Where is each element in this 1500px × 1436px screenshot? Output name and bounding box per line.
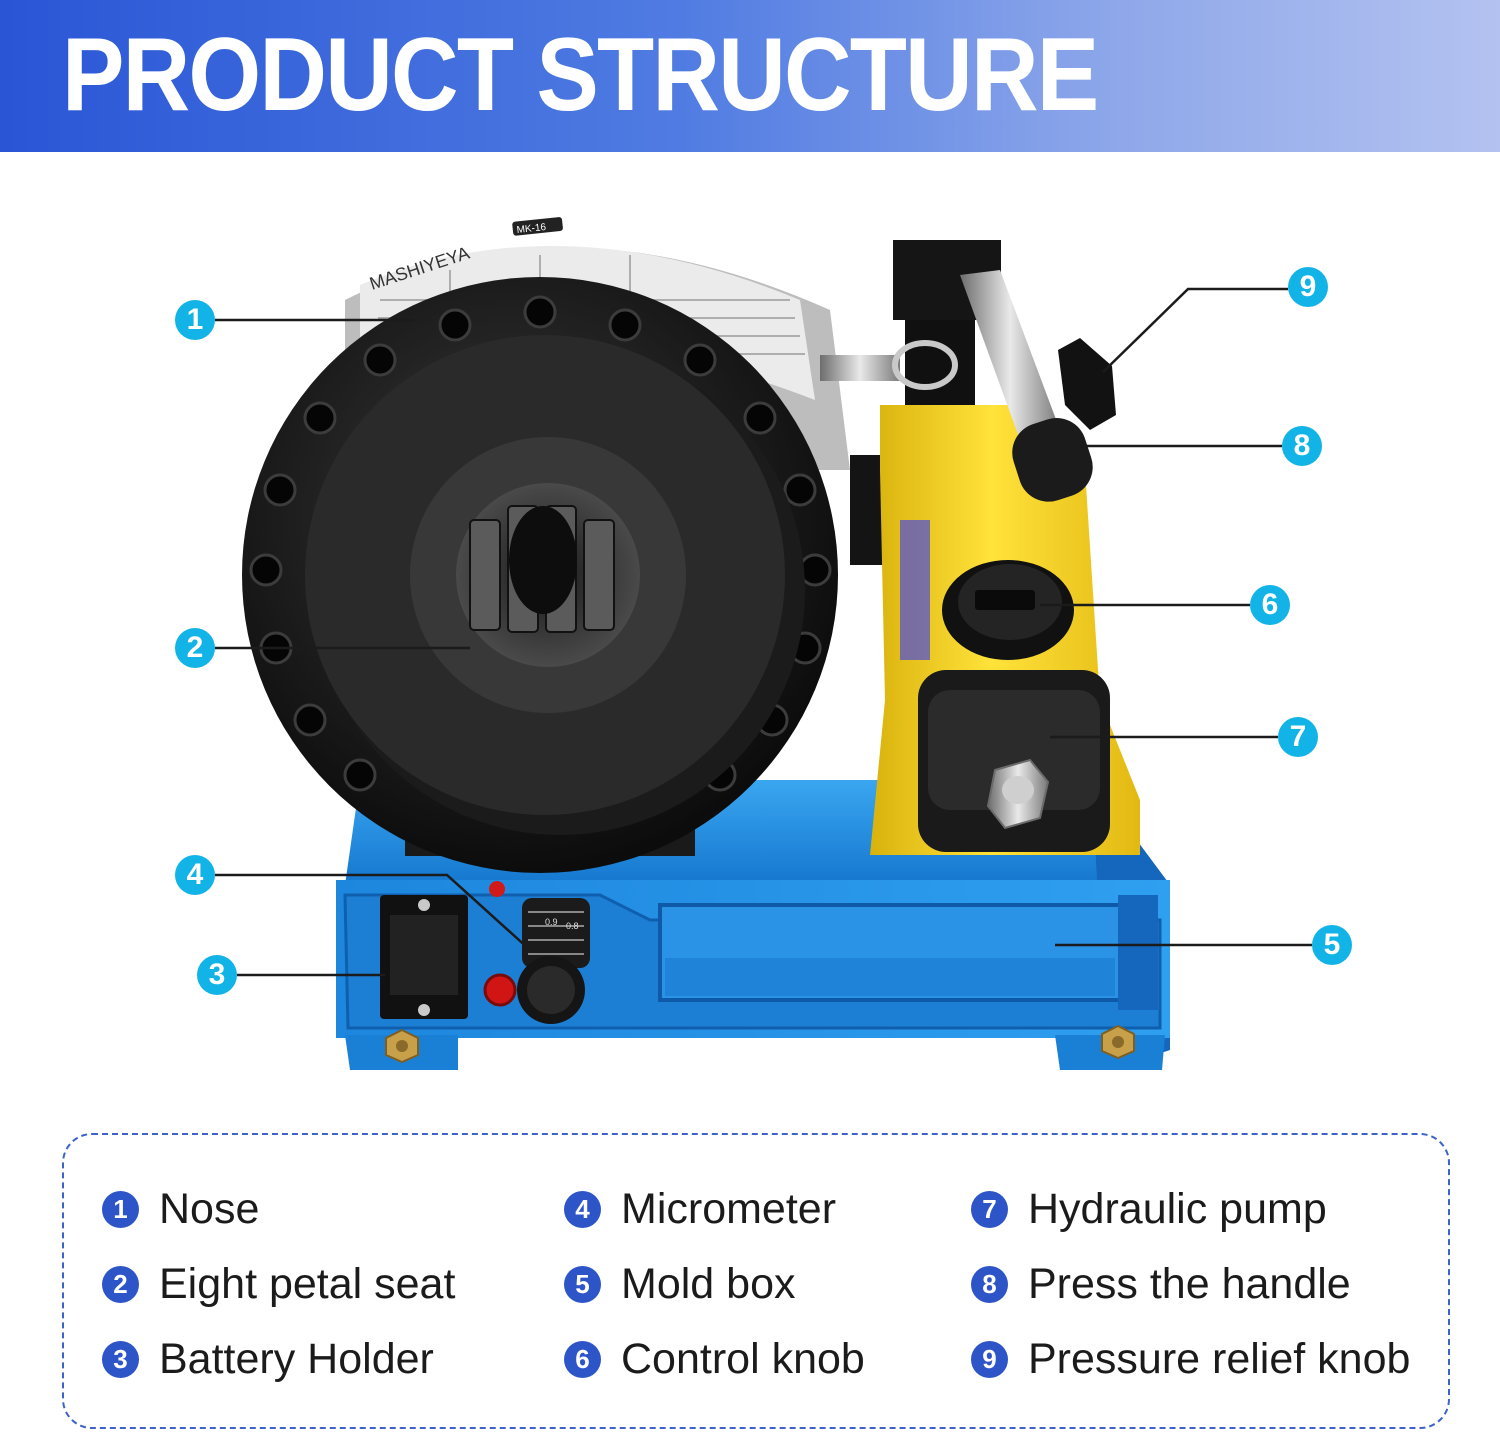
micrometer-mark-b: 0.8 <box>566 921 579 931</box>
legend-label-8: Press the handle <box>1028 1260 1351 1308</box>
battery-holder-screw-top <box>418 899 430 911</box>
pump-nut-face <box>1002 776 1034 804</box>
legend-num-3: 3 <box>102 1341 139 1378</box>
legend-label-5: Mold box <box>621 1260 796 1308</box>
machine-base: 0.9 0.8 <box>336 780 1170 1070</box>
callout-2: 2 <box>175 628 215 668</box>
pump-lift-ring <box>892 340 958 390</box>
mold-box-front <box>665 958 1115 996</box>
mold-box-side <box>1118 895 1158 1010</box>
legend-num-7: 7 <box>971 1191 1008 1228</box>
press-handle-shaft <box>960 270 1060 440</box>
crimper-machine-illustration: 0.9 0.8 <box>215 217 1312 1070</box>
power-button <box>483 973 517 1007</box>
legend-item-press-handle: 8 Press the handle <box>971 1260 1351 1309</box>
callout-4: 4 <box>175 855 215 895</box>
callout-5: 5 <box>1312 925 1352 965</box>
pump-hinge-body <box>905 320 975 420</box>
leader-9 <box>1102 287 1288 373</box>
hydraulic-pump <box>820 240 1140 855</box>
nose-bore-center <box>509 506 577 614</box>
legend-label-6: Control knob <box>621 1335 865 1383</box>
legend-item-hydraulic-pump: 7 Hydraulic pump <box>971 1185 1327 1234</box>
legend-num-5: 5 <box>564 1266 601 1303</box>
nose-model-text: MK-16 <box>516 222 547 236</box>
nose-ring-bolts <box>249 295 832 792</box>
legend-item-control-knob: 6 Control knob <box>564 1335 865 1384</box>
nose-crimp-head: MASHIYEYA MK-16 <box>242 217 850 873</box>
legend-item-pressure-relief-knob: 9 Pressure relief knob <box>971 1335 1410 1384</box>
legend-item-eight-petal-seat: 2 Eight petal seat <box>102 1260 455 1309</box>
legend-item-mold-box: 5 Mold box <box>564 1260 795 1309</box>
legend-label-9: Pressure relief knob <box>1028 1335 1411 1383</box>
product-figure: 0.9 0.8 <box>0 152 1500 1122</box>
legend-num-2: 2 <box>102 1266 139 1303</box>
nose-model-badge <box>512 217 563 236</box>
callout-7: 7 <box>1278 717 1318 757</box>
legend-label-2: Eight petal seat <box>159 1260 456 1308</box>
callout-leaders <box>215 287 1312 977</box>
pump-pipe <box>820 355 900 381</box>
callout-6: 6 <box>1250 585 1290 625</box>
control-knob-display <box>975 590 1035 610</box>
battery-holder-screw-bottom <box>418 1004 430 1016</box>
micrometer-ticks <box>528 911 584 955</box>
foot-bolt-right <box>1101 1024 1135 1060</box>
legend-num-9: 9 <box>971 1341 1008 1378</box>
callout-9: 9 <box>1288 267 1328 307</box>
indicator-lamp <box>489 881 505 897</box>
micrometer-knob-face <box>527 966 575 1014</box>
pump-front-cap-face <box>928 690 1100 810</box>
page-title: PRODUCT STRUCTURE <box>62 17 1099 133</box>
leader-4 <box>215 873 531 951</box>
legend-item-nose: 1 Nose <box>102 1185 259 1234</box>
callout-8: 8 <box>1282 426 1322 466</box>
pressure-relief-knob <box>1058 338 1116 430</box>
legend-panel: 1 Nose 2 Eight petal seat 3 Battery Hold… <box>62 1133 1450 1429</box>
legend-label-3: Battery Holder <box>159 1335 434 1383</box>
foot-bolt-left <box>385 1028 419 1064</box>
legend-item-micrometer: 4 Micrometer <box>564 1185 836 1234</box>
legend-label-1: Nose <box>159 1185 260 1233</box>
legend-num-1: 1 <box>102 1191 139 1228</box>
legend-label-4: Micrometer <box>621 1185 837 1233</box>
legend-num-8: 8 <box>971 1266 1008 1303</box>
header-banner: PRODUCT STRUCTURE <box>0 0 1500 152</box>
battery-holder-cover <box>390 915 458 995</box>
micrometer-barrel <box>522 898 590 968</box>
legend-num-6: 6 <box>564 1341 601 1378</box>
micrometer-mark-a: 0.9 <box>545 917 558 927</box>
pump-label-strip <box>900 520 930 660</box>
callout-1: 1 <box>175 300 215 340</box>
press-handle-grip <box>1012 418 1093 502</box>
callout-3: 3 <box>197 955 237 995</box>
legend-num-4: 4 <box>564 1191 601 1228</box>
legend-label-7: Hydraulic pump <box>1028 1185 1327 1233</box>
legend-item-battery-holder: 3 Battery Holder <box>102 1335 434 1384</box>
